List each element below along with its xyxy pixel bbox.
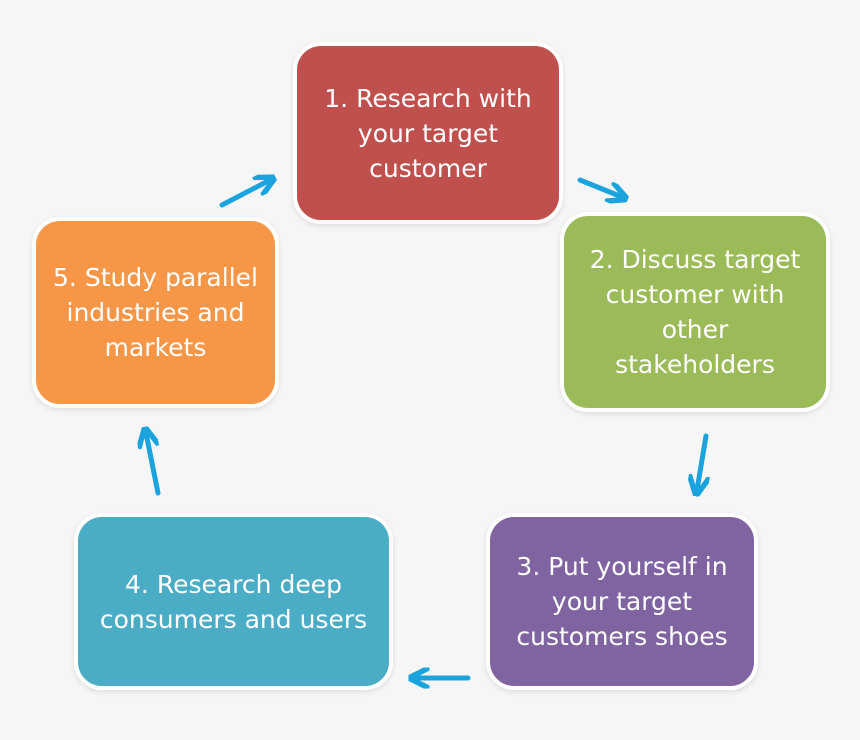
arrow-2-to-3 — [697, 433, 706, 490]
step-4-label: 4. Research deep consumers and users — [99, 569, 368, 634]
arrow-5-to-1 — [219, 180, 270, 208]
step-3-box: 3. Put yourself in your target customers… — [486, 513, 758, 690]
step-2-label: 2. Discuss target customer with other st… — [589, 245, 801, 379]
step-5-box: 5. Study parallel industries and markets — [32, 217, 279, 408]
step-1-label: 1. Research with your target customer — [324, 83, 532, 183]
arrow-1-to-2 — [577, 177, 622, 197]
step-2-box: 2. Discuss target customer with other st… — [560, 212, 830, 412]
step-3-label: 3. Put yourself in your target customers… — [516, 552, 728, 651]
step-5-label: 5. Study parallel industries and markets — [53, 263, 258, 362]
step-1-box: 1. Research with your target customer — [293, 42, 563, 224]
arrow-4-to-5 — [146, 433, 161, 496]
step-4-box: 4. Research deep consumers and users — [74, 513, 393, 690]
